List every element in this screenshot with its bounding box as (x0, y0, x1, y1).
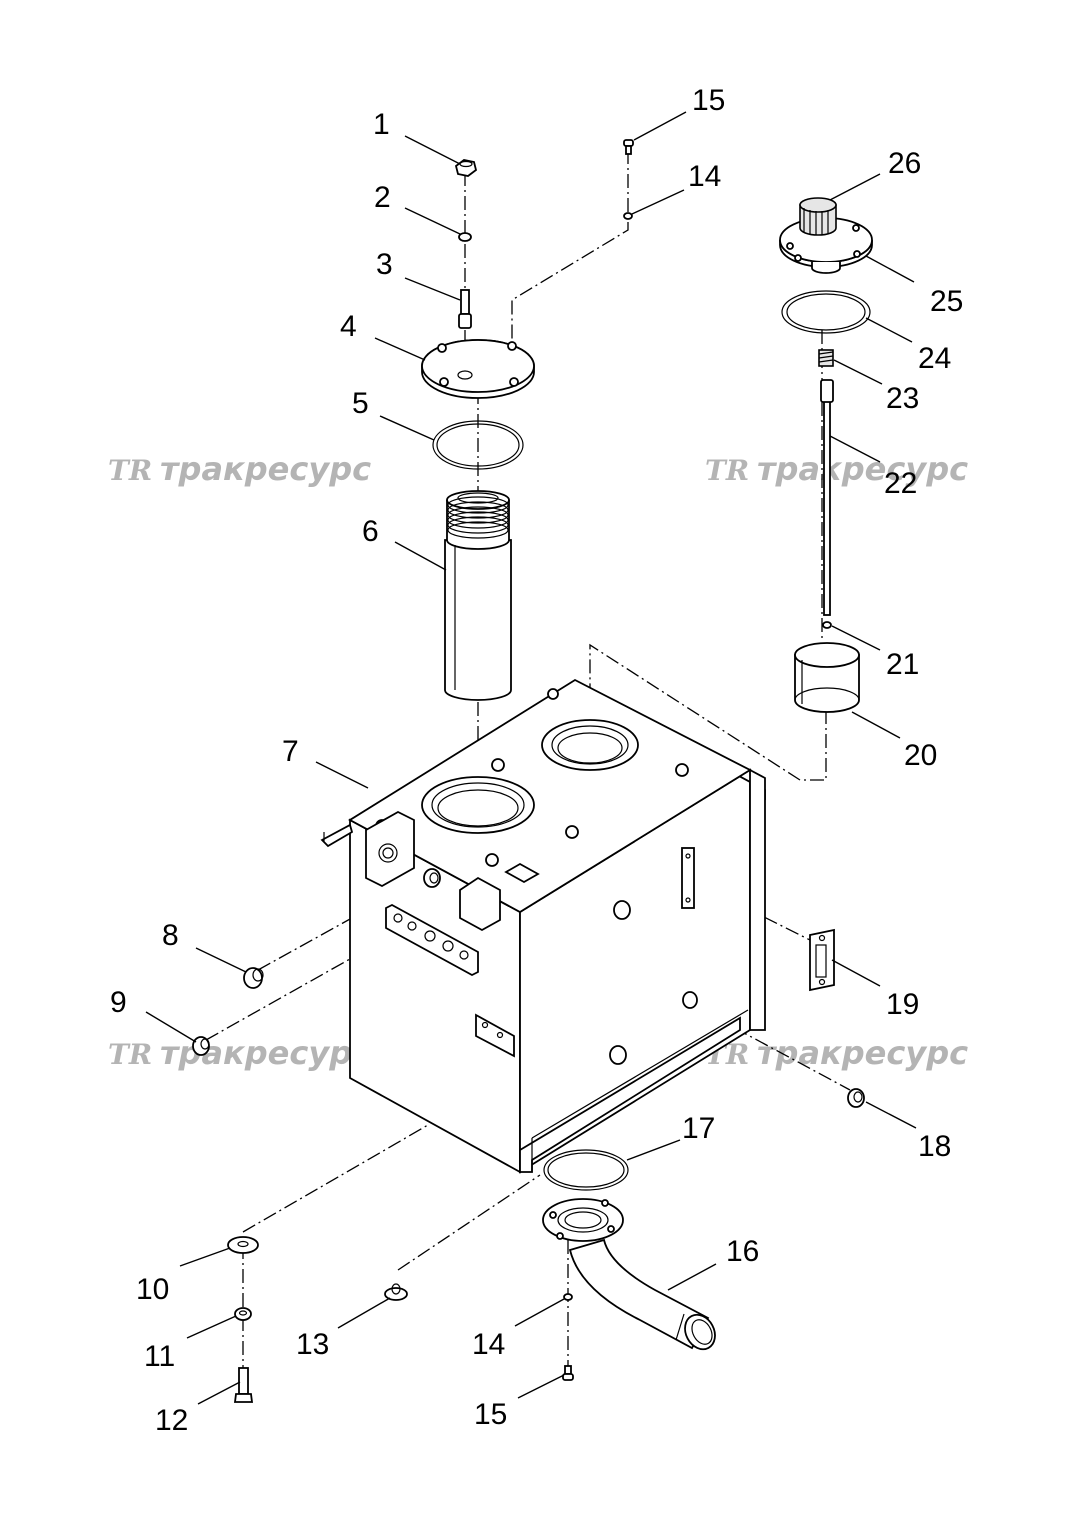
part-washer (458, 232, 472, 242)
watermark-text: тракресурс (757, 1034, 968, 1072)
part-bolt (233, 1367, 254, 1403)
callout-2: 2 (374, 181, 391, 214)
callout-22: 22 (884, 467, 917, 500)
callout-14-top: 14 (688, 160, 721, 193)
watermark-top-right: TR тракресурс (705, 450, 968, 488)
watermark-bottom-left: TR тракресурс (108, 1034, 371, 1072)
part-plug (243, 967, 264, 989)
part-plug-small (192, 1036, 210, 1056)
callout-18: 18 (918, 1130, 951, 1163)
callout-14-bottom: 14 (472, 1328, 505, 1361)
watermark-bottom-right: TR тракресурс (705, 1034, 968, 1072)
callout-23: 23 (886, 382, 919, 415)
callout-7: 7 (282, 735, 299, 768)
callout-24: 24 (918, 342, 951, 375)
callout-11: 11 (144, 1340, 175, 1373)
callout-5: 5 (352, 387, 369, 420)
part-suction-pipe (542, 1198, 716, 1351)
part-breather-cap (799, 197, 837, 236)
watermark-text: тракресурс (160, 450, 371, 488)
callout-25: 25 (930, 285, 963, 318)
part-level-gauge (809, 928, 835, 992)
watermark-top-left: TR тракресурс (108, 450, 371, 488)
part-spring (818, 349, 834, 367)
part-lock-washer (234, 1307, 252, 1321)
callout-labels: 1 2 3 4 5 6 7 8 9 10 11 12 13 14 14 15 1… (110, 84, 963, 1437)
part-screw-top (623, 139, 634, 155)
part-gasket (781, 290, 871, 334)
callout-20: 20 (904, 739, 937, 772)
watermark-logo: TR (108, 1038, 152, 1071)
callout-8: 8 (162, 919, 179, 952)
callout-15-top: 15 (692, 84, 725, 117)
part-rod (820, 379, 834, 616)
part-washer-top (623, 212, 633, 220)
part-tank-body (320, 678, 766, 1174)
callout-1: 1 (373, 108, 390, 141)
watermark-logo: TR (705, 454, 749, 487)
part-cover-plate (421, 339, 535, 399)
part-washer-bottom (563, 1293, 573, 1301)
callout-26: 26 (888, 147, 921, 180)
callout-12: 12 (155, 1404, 188, 1437)
part-small-nut (822, 621, 832, 629)
callout-6: 6 (362, 515, 379, 548)
callout-17: 17 (682, 1112, 715, 1145)
callout-13: 13 (296, 1328, 329, 1361)
part-seal-washer (847, 1088, 865, 1108)
part-stud (458, 289, 472, 329)
callout-10: 10 (136, 1273, 169, 1306)
watermark-logo: TR (108, 454, 152, 487)
part-filter-element (444, 490, 512, 701)
callout-16: 16 (726, 1235, 759, 1268)
part-o-ring (432, 420, 524, 470)
part-o-ring-bottom (543, 1149, 629, 1191)
watermark-text: тракресурс (757, 450, 968, 488)
leader-lines (145, 111, 917, 1405)
callout-3: 3 (376, 248, 393, 281)
part-flat-washer (227, 1236, 259, 1254)
callout-15-bottom: 15 (474, 1398, 507, 1431)
callout-4: 4 (340, 310, 357, 343)
callout-19: 19 (886, 988, 919, 1021)
callout-21: 21 (886, 648, 919, 681)
part-strainer (794, 642, 860, 713)
part-screw-bottom (562, 1365, 574, 1381)
callout-9: 9 (110, 986, 127, 1019)
part-grommet (384, 1283, 408, 1301)
part-nut (454, 159, 478, 177)
